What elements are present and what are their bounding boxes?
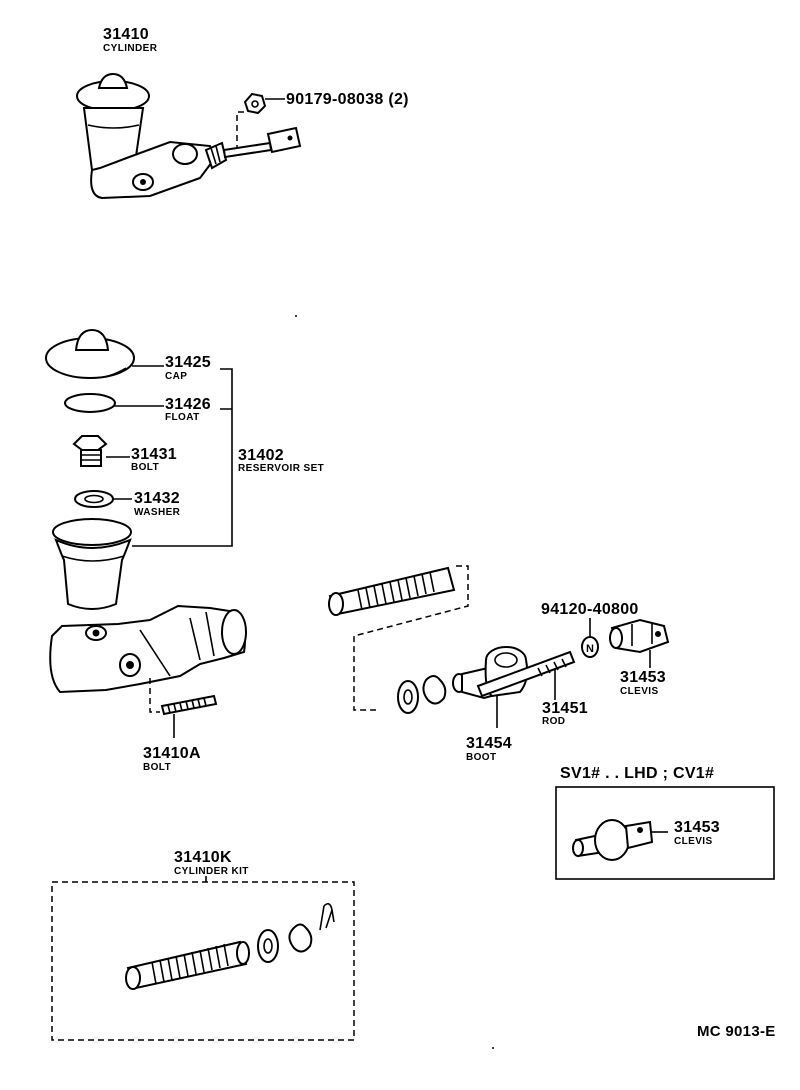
cylinder-part-number: 31410 [103,26,149,43]
boot-name: BOOT [466,752,497,763]
cap-part-number: 31425 [165,354,211,371]
washer-part-number: 31432 [134,490,180,507]
figure-code: MC 9013-E [697,1023,776,1040]
piston-cup-drawing [422,675,447,705]
stud-bolt-part-number: 31410A [143,745,201,762]
cylinder-kit-box [51,881,355,1041]
push-rod-drawing [476,650,576,698]
boot-part-number: 31454 [466,735,512,752]
nut-glyph-icon: N [586,643,594,655]
bolt-name: BOLT [131,462,159,473]
washer-name: WASHER [134,507,181,518]
clevis-name: CLEVIS [620,686,659,697]
variant-clevis-drawing [572,819,654,861]
nut2-drawing [581,636,599,658]
cylinder-body-drawing [49,604,247,694]
clevis-drawing [609,618,670,654]
clevis-part-number: 31453 [620,669,666,686]
kit-piston-cup-drawing [288,923,313,953]
kit-part-number: 31410K [174,849,232,866]
cylinder-name: CYLINDER [103,43,158,54]
rod-name: ROD [542,716,565,727]
cylinder-assembly-drawing [76,72,302,200]
stud-bolt-drawing [160,694,218,716]
variant-clevis-part-number: 31453 [674,819,720,836]
kit-seal-washer-drawing [257,929,279,963]
bolt-part-number: 31431 [131,446,177,463]
float-name: FLOAT [165,412,200,423]
nut2-part-number: 94120-40800 [541,601,639,618]
reservoir-set-drawing [45,328,135,610]
piston-spring-drawing [328,565,469,711]
seal-washer-drawing [397,680,419,714]
stud-bolt-name: BOLT [143,762,171,773]
reservoir-set-name: RESERVOIR SET [238,463,324,474]
variant-box [555,786,775,880]
cap-name: CAP [165,371,187,382]
rod-part-number: 31451 [542,700,588,717]
reservoir-set-part-number: 31402 [238,447,284,464]
nut-part-number: 90179-08038 (2) [286,91,409,108]
variant-clevis-name: CLEVIS [674,836,713,847]
float-part-number: 31426 [165,396,211,413]
variant-title: SV1# . . LHD ; CV1# [560,765,714,782]
reservoir-set-bracket [132,368,233,547]
kit-snap-ring-drawing [319,902,335,931]
kit-piston-spring-drawing [125,940,250,990]
kit-name: CYLINDER KIT [174,866,249,877]
